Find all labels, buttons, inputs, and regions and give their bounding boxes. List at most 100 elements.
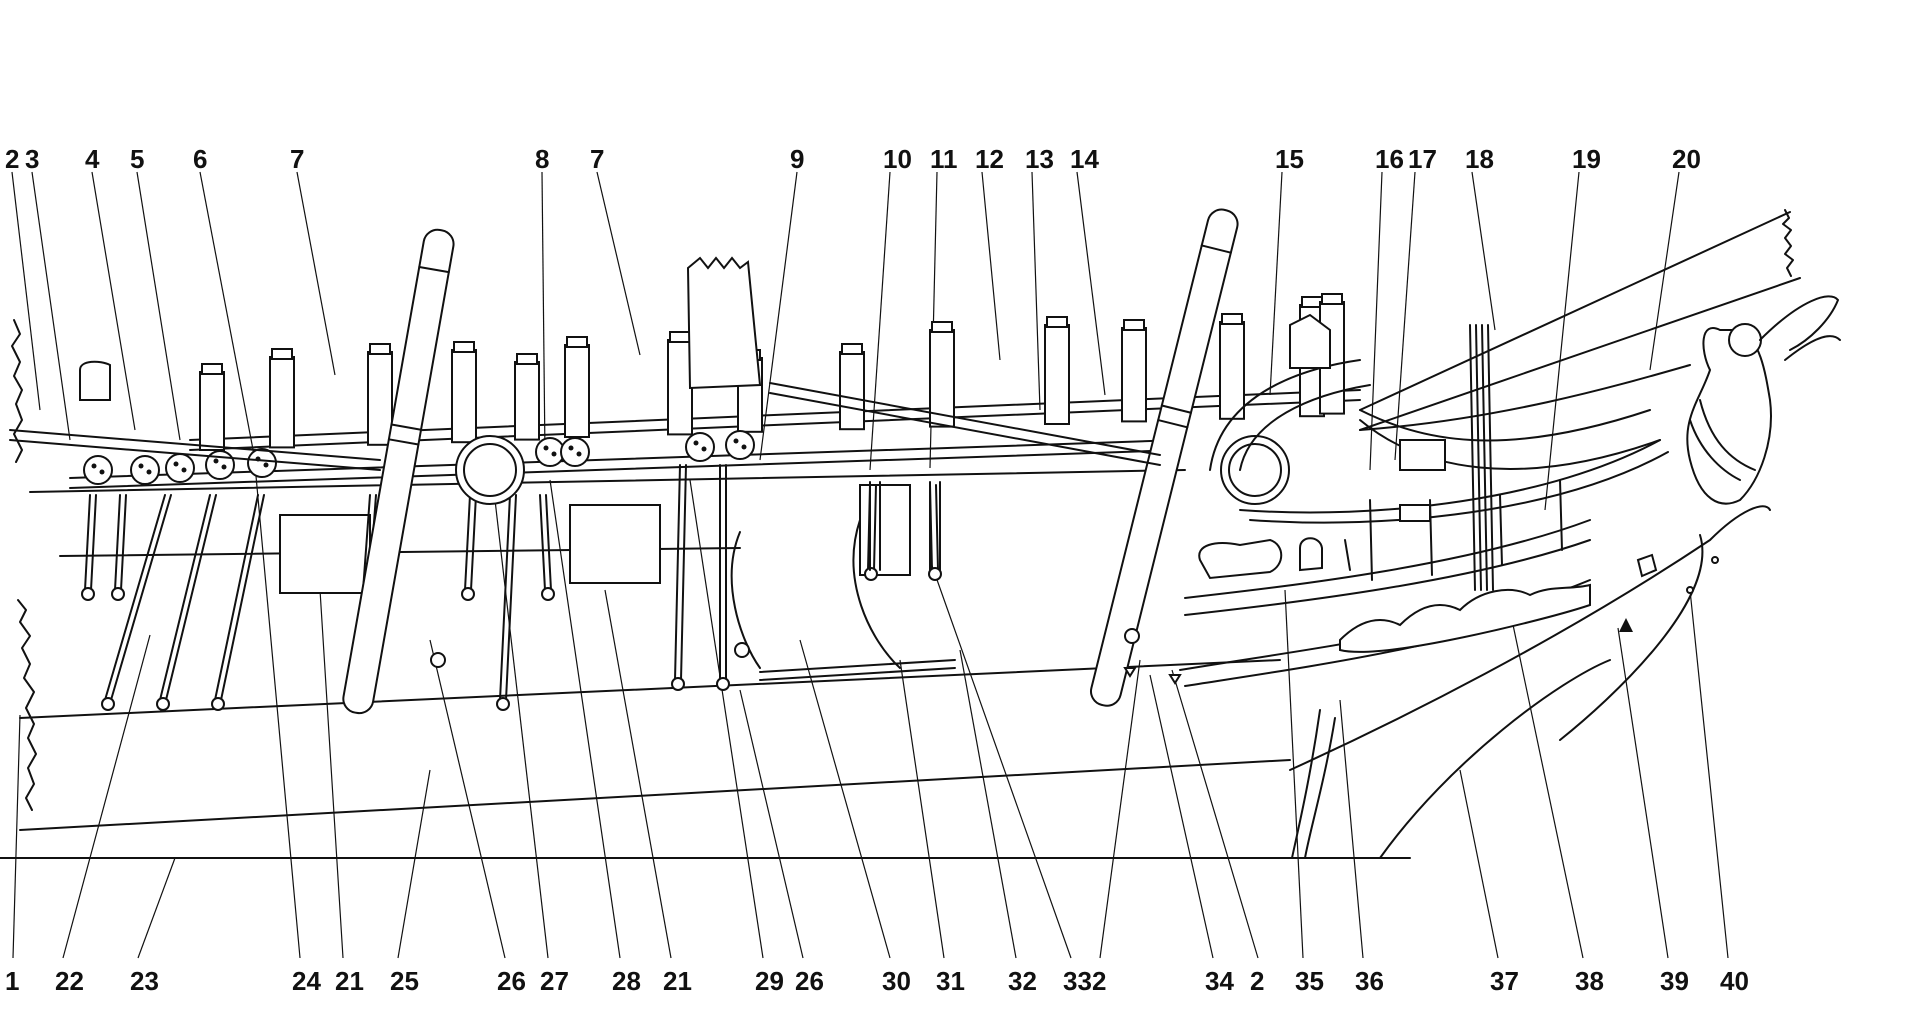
leader-bottom-32 [959,649,1017,959]
timberhead-13 [1219,321,1245,420]
deadeye-3 [165,453,195,483]
cathead-knee [1209,359,1361,471]
leader-bottom-34 [1149,674,1214,959]
timberhead-cap-3 [369,343,391,355]
bow-post [1344,539,1351,571]
chain-eye-11 [716,677,730,691]
callout-top-7: 7 [590,144,604,174]
leader-bottom-2 [1171,669,1259,959]
chain-plate-8 [499,494,511,701]
leader-bottom-33 [929,559,1072,959]
figurehead-head [1728,323,1762,357]
stem-piece-2 [1291,709,1321,859]
leader-top-7 [296,171,336,376]
deadeye-8 [685,432,715,462]
deadeye-5 [247,448,277,478]
deadeye-4 [205,450,235,480]
trailboard-carving [1339,583,1591,653]
callout-top-13: 13 [1025,144,1054,174]
leader-bottom-30 [799,639,891,959]
anchor-left [342,228,455,715]
bow-point [1686,586,1694,594]
forecastle-step [730,531,761,669]
bowsprit [1359,211,1791,411]
cathead-left-block [79,360,111,401]
timberhead-cap-11 [1046,316,1068,328]
callout-bottom-39: 39 [1660,966,1689,996]
timberhead-cap-4 [453,341,475,353]
bench-rail [759,659,956,673]
callout-top-11: 11 [930,144,958,174]
timberhead-cap-13 [1221,313,1243,325]
deadeye-hole-b-1 [99,469,105,475]
leader-bottom-31 [899,659,945,959]
leader-top-14 [1076,171,1106,396]
lower-wale [19,759,1291,831]
deadeye-hole-9 [733,438,739,444]
callout-bottom-38: 38 [1575,966,1604,996]
stock-band-2 [390,423,423,431]
anchor-shank-left [342,228,455,715]
chain-plate-b-2 [120,494,127,591]
boom-left [9,429,381,461]
leader-top-3 [31,171,71,441]
callout-bottom-24: 24 [292,966,321,996]
chain-plate-9 [539,494,546,591]
callout-bottom-27: 27 [540,966,569,996]
bow-ring-bolt [1619,618,1633,632]
upper-wale [19,659,1281,719]
deadeye-hole-6 [543,445,549,451]
callout-bottom-26: 26 [795,966,824,996]
cutwater [1559,534,1704,741]
forecastle-step-2 [852,519,901,669]
chain-plate-b-7 [470,494,477,591]
stem-inner [1379,659,1611,859]
timberhead-5 [514,361,540,441]
leader-bottom-21 [319,589,344,959]
callout-bottom-28: 28 [612,966,641,996]
broken-bitt-post [686,256,762,390]
deadeye-hole-b-8 [701,446,707,452]
chain-plate-1 [84,494,91,591]
callout-top-14: 14 [1070,144,1099,174]
timberhead-cap-12 [1123,319,1145,331]
head-stay [1359,364,1691,431]
callout-bottom-30: 30 [882,966,911,996]
anchor-shank-right [1090,208,1239,707]
chain-plate-5 [214,494,259,701]
chain-plate-10 [674,464,681,681]
head-rail-upper [1184,519,1591,599]
bowsprit-2 [1359,277,1801,431]
chain-plate-b-8 [505,494,517,701]
timberhead-cap-2 [271,348,293,360]
chain-eye-8 [496,697,510,711]
callout-top-7: 7 [290,144,304,174]
callout-bottom-35: 35 [1295,966,1324,996]
leader-top-18 [1471,171,1496,331]
chain-eye-3 [101,697,115,711]
deadeye-7 [560,437,590,467]
leader-bottom-2 [1099,659,1141,959]
deadeye-2 [130,455,160,485]
drapery-2 [1699,399,1756,471]
bow-cleat-block [1198,538,1283,580]
deadeye-hole-3 [173,461,179,467]
leader-bottom-36 [1339,699,1364,959]
chain-plate-4 [159,494,211,701]
timberhead-1 [199,371,225,451]
anchor-ring-left-inner [463,443,517,497]
deadeye-hole-1 [91,463,97,469]
head-timber-lower-2 [1249,451,1669,524]
timberhead-cap-5 [516,353,538,365]
deadeye-1 [83,455,113,485]
leader-top-2 [11,171,41,411]
leader-top-17 [1394,171,1416,461]
ring-bolt-1 [430,652,446,668]
head-timber-mid [1359,419,1661,470]
leader-top-10 [869,171,891,471]
leader-top-5 [136,171,181,441]
gammon-1 [1469,324,1476,591]
timberhead-3 [367,351,393,446]
